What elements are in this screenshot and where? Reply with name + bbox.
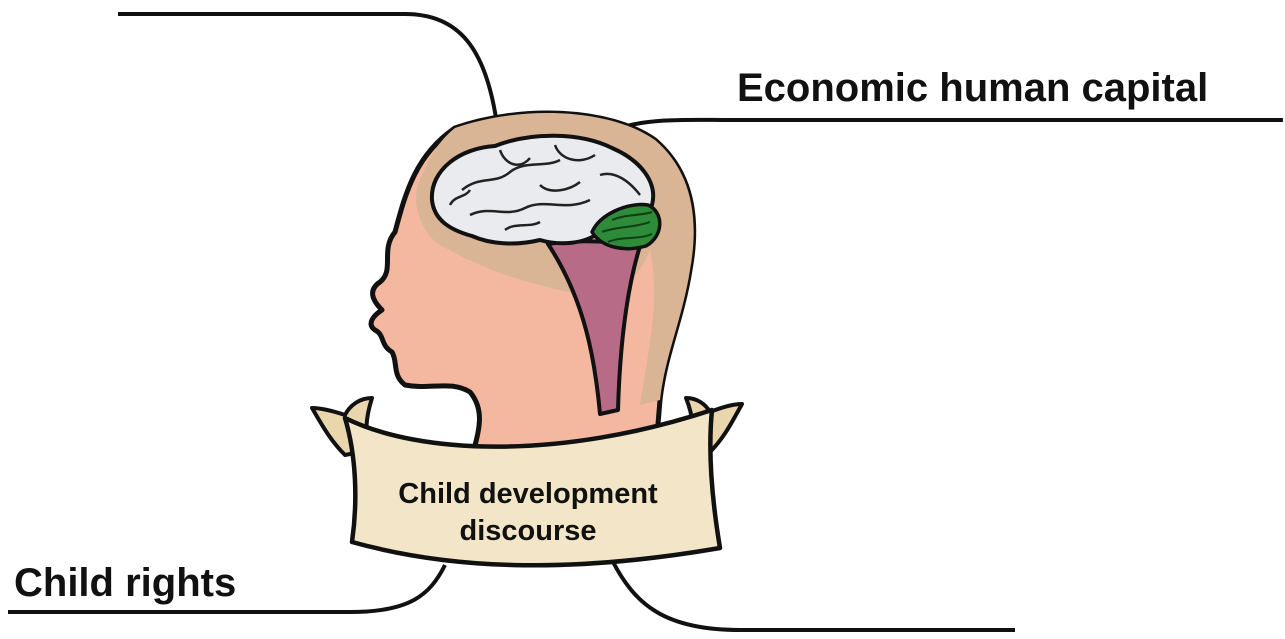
brain-folds [448,144,641,232]
head-illustration [368,110,697,465]
cerebellum-folds [601,211,653,243]
branch-line-top-right [619,117,1283,130]
banner-title-line1: Child development [398,478,658,510]
banner-scroll: Child development discourse [310,396,744,568]
banner-body [342,407,723,568]
branch-line-top-left [118,12,498,119]
branch-line-bottom-right [610,559,1015,632]
branch-label-economic-human-capital: Economic human capital [737,66,1208,110]
branch-line-bottom-left [8,564,447,614]
branch-label-child-rights: Child rights [14,561,236,605]
banner-title-line2: discourse [460,515,597,547]
